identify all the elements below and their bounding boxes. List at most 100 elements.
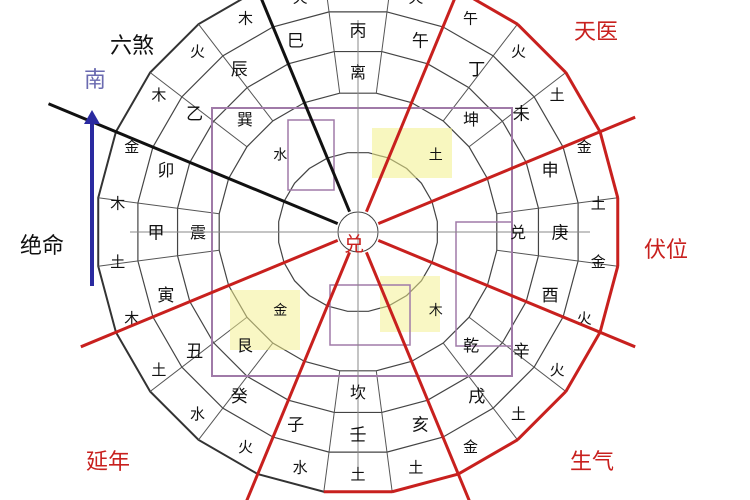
- label-jueming: 绝命: [20, 234, 65, 259]
- ring-spoke: [442, 342, 518, 441]
- outer-edge-red: [457, 438, 519, 476]
- ring-spoke: [442, 23, 518, 122]
- outer-ring-char: 木: [238, 9, 253, 27]
- outer-ring-char: 金: [591, 253, 606, 271]
- outer-ring-char: 火: [550, 361, 565, 379]
- middle-ring-char: 辛: [513, 342, 530, 362]
- outer-ring-char: 木: [110, 195, 125, 213]
- outer-ring-char: 土: [110, 253, 125, 271]
- ring-spoke: [198, 342, 274, 441]
- outer-ring-char: 火: [238, 438, 253, 456]
- outer-edge-red: [516, 390, 567, 441]
- inner-ring-char: 艮: [237, 336, 253, 355]
- outer-ring-char: 火: [511, 43, 526, 61]
- inner-element-char: 金: [273, 303, 287, 319]
- outer-edge-red: [391, 472, 459, 494]
- middle-ring-char: 庚: [552, 223, 569, 243]
- outer-edge-red: [598, 265, 620, 333]
- outer-ring-char: 土: [591, 195, 606, 213]
- middle-ring-char: 丑: [186, 342, 203, 362]
- middle-ring-char: 壬: [350, 425, 367, 445]
- label-shengqi: 生气: [570, 450, 615, 475]
- sector-line-red: [365, 0, 456, 213]
- outer-ring-char: 金: [577, 138, 592, 156]
- middle-ring-char: 卯: [157, 161, 174, 181]
- ring-spoke: [198, 23, 274, 122]
- label-tianyi: 天医: [574, 20, 619, 45]
- outer-ring-char: 火: [408, 0, 423, 7]
- floor-plan-overlay: [130, 20, 590, 470]
- outer-ring-char: 水: [190, 405, 205, 423]
- outer-ring-char: 金: [463, 438, 478, 456]
- outer-ring-char: 火: [190, 43, 205, 61]
- label-yannian: 延年: [86, 450, 131, 475]
- outer-edge-red: [564, 71, 602, 133]
- outer-ring-char: 土: [550, 86, 565, 104]
- label-fuwei: 伏位: [644, 238, 689, 263]
- outer-edge-red: [564, 331, 602, 393]
- outer-ring-char: 午: [463, 9, 478, 27]
- label-south: 南: [84, 68, 107, 93]
- middle-ring-char: 申: [542, 161, 559, 181]
- middle-ring-char: 寅: [157, 286, 174, 306]
- sector-line-red: [365, 251, 471, 500]
- ring-spoke: [496, 197, 618, 215]
- ring-spoke: [375, 370, 393, 492]
- ring-spoke: [149, 72, 248, 148]
- sector-line-red: [245, 251, 351, 500]
- inner-element-char: 水: [273, 148, 287, 164]
- outer-edge-red: [472, 0, 519, 26]
- middle-ring-char: 午: [412, 31, 429, 51]
- ring-spoke: [468, 316, 567, 392]
- ring-spoke: [496, 249, 618, 267]
- sector-line-red: [377, 239, 636, 349]
- outer-ring-char: 土: [511, 405, 526, 423]
- inner-ring-char: 坎: [350, 383, 366, 402]
- outer-edge-red: [516, 23, 567, 74]
- label-liusha: 六煞: [110, 34, 155, 59]
- room-outline: [329, 284, 411, 346]
- middle-ring-char: 丙: [350, 21, 367, 41]
- room-outline: [455, 221, 513, 347]
- outer-ring-char: 火: [293, 0, 308, 7]
- inner-ring-char: 震: [190, 223, 206, 242]
- middle-ring-char: 乙: [186, 105, 203, 125]
- middle-ring-char: 酉: [542, 286, 559, 306]
- outer-ring-char: 土: [151, 361, 166, 379]
- ring-spoke: [326, 0, 341, 94]
- outer-ring-char: 金: [124, 138, 139, 156]
- sector-line-black: [260, 0, 351, 213]
- middle-ring-char: 巳: [287, 31, 304, 51]
- sector-line-red: [80, 239, 339, 349]
- ring-spoke: [323, 370, 341, 492]
- north-arrow-icon: [90, 118, 94, 286]
- ring-spoke: [98, 197, 220, 215]
- ring-spoke: [375, 0, 390, 94]
- outer-edge-red: [598, 131, 620, 199]
- middle-ring-char: 癸: [231, 387, 248, 407]
- middle-ring-char: 甲: [148, 223, 165, 243]
- outer-ring-char: 土: [408, 459, 423, 477]
- sector-line-red: [377, 115, 636, 225]
- inner-ring-char: 离: [350, 63, 366, 82]
- middle-ring-char: 子: [287, 416, 304, 436]
- middle-ring-char: 戌: [468, 387, 485, 407]
- middle-ring-char: 丁: [468, 60, 485, 80]
- inner-ring-char: 巽: [237, 110, 253, 129]
- outer-ring-char: 土: [350, 466, 365, 484]
- inner-element-char: 木: [429, 303, 443, 319]
- outer-ring-char: 水: [293, 459, 308, 477]
- inner-element-char: 土: [429, 148, 443, 164]
- ring-spoke: [98, 249, 220, 267]
- highlight-room: [230, 290, 300, 350]
- ring-spoke: [468, 72, 567, 148]
- outer-ring-char: 木: [151, 86, 166, 104]
- inner-ring-char: 乾: [463, 336, 479, 355]
- center-character: 兑: [344, 232, 364, 256]
- arrow-head-icon: [84, 110, 100, 124]
- sector-lines: [47, 0, 636, 500]
- inner-ring-char: 兑: [510, 223, 526, 242]
- middle-ring-char: 未: [513, 105, 530, 125]
